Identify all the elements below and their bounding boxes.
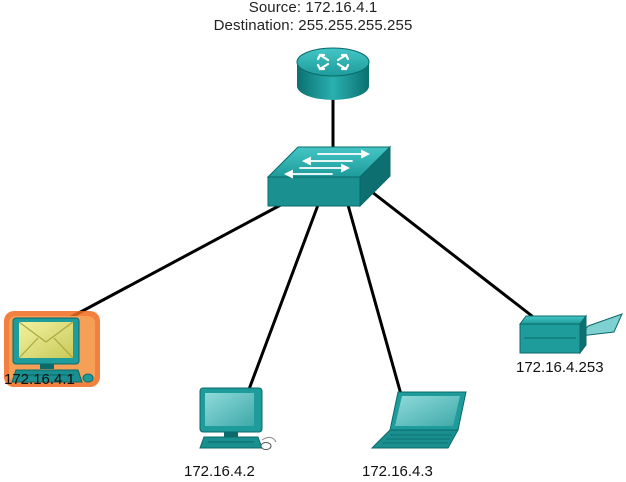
laptop3-ip-label: 172.16.4.3 xyxy=(362,463,433,480)
printer-icon xyxy=(519,313,623,355)
link-switch-laptop3 xyxy=(346,203,404,400)
laptop3-device[interactable] xyxy=(370,391,467,449)
pc1-device[interactable] xyxy=(4,311,100,387)
link-switch-pc2 xyxy=(246,203,320,394)
pc2-ip-label: 172.16.4.2 xyxy=(184,463,255,480)
pc2-device[interactable] xyxy=(199,387,277,450)
switch-icon[interactable] xyxy=(266,145,392,208)
destination-address-label: Destination: 255.255.255.255 xyxy=(213,17,413,34)
laptop-icon xyxy=(370,391,467,449)
link-switch-pc1 xyxy=(58,198,292,325)
router-icon[interactable] xyxy=(296,47,370,100)
desktop-pc-icon xyxy=(11,317,94,383)
source-address-label: Source: 172.16.4.1 xyxy=(248,0,378,16)
printer-device[interactable] xyxy=(519,313,623,355)
network-links xyxy=(58,98,534,400)
desktop-pc-icon xyxy=(199,387,277,450)
pc1-ip-label: 172.16.4.1 xyxy=(4,371,75,388)
envelope-icon xyxy=(18,321,74,359)
link-switch-printer xyxy=(370,190,534,318)
printer-ip-label: 172.16.4.253 xyxy=(516,359,604,376)
